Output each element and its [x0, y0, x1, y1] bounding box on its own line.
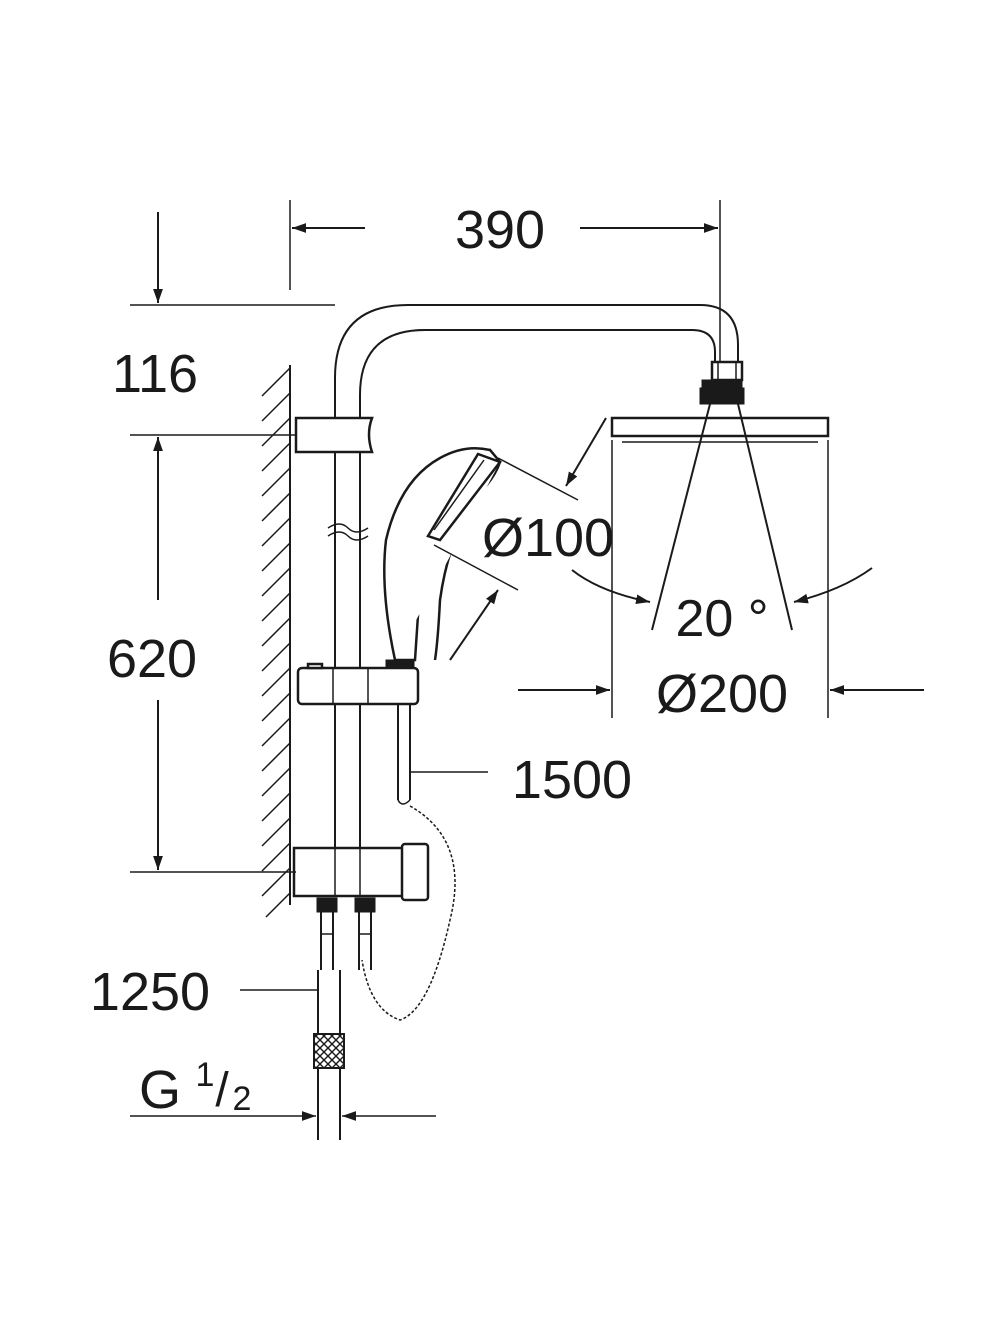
dimension-label-100: Ø100 [482, 508, 614, 568]
dimension-spray-angle: 20 ° [571, 567, 873, 648]
overhead-shower-head [610, 360, 830, 443]
slide-holder [296, 659, 420, 706]
wall-bracket-top [294, 416, 374, 454]
dimension-hose-length: 1500 [410, 750, 632, 810]
spray-cone [651, 403, 793, 631]
dimension-label-1250: 1250 [90, 962, 210, 1022]
dimension-hand-shower-diameter: Ø100 [433, 417, 614, 661]
dimension-label-390: 390 [455, 200, 545, 260]
wall [261, 365, 291, 918]
dimension-thread-size: G 1 / 2 [130, 1056, 436, 1121]
thread-label-letter: G [139, 1060, 181, 1120]
shower-hose [361, 704, 456, 1021]
hand-shower [383, 447, 503, 662]
thread-label-denominator: 2 [233, 1080, 252, 1118]
dimension-label-116: 116 [112, 344, 198, 404]
supply-connections [313, 897, 376, 1140]
mixer-body [292, 842, 430, 902]
thread-label-slash: / [215, 1064, 229, 1117]
knurled-nut [313, 1033, 345, 1069]
wall-hatching [261, 367, 291, 918]
dimension-label-200: Ø200 [656, 664, 788, 724]
dimension-116: 116 [112, 212, 335, 404]
dimension-supply-length: 1250 [90, 962, 318, 1022]
dimension-label-620: 620 [107, 629, 197, 689]
thread-label-numerator: 1 [196, 1056, 215, 1094]
dimension-390: 390 [289, 200, 721, 362]
riser-pipe [327, 304, 739, 860]
dimension-label-20: 20 ° [675, 590, 768, 648]
dimension-label-1500: 1500 [512, 750, 632, 810]
dimension-head-diameter: Ø200 [518, 440, 924, 724]
dimension-620: 620 [107, 434, 296, 873]
